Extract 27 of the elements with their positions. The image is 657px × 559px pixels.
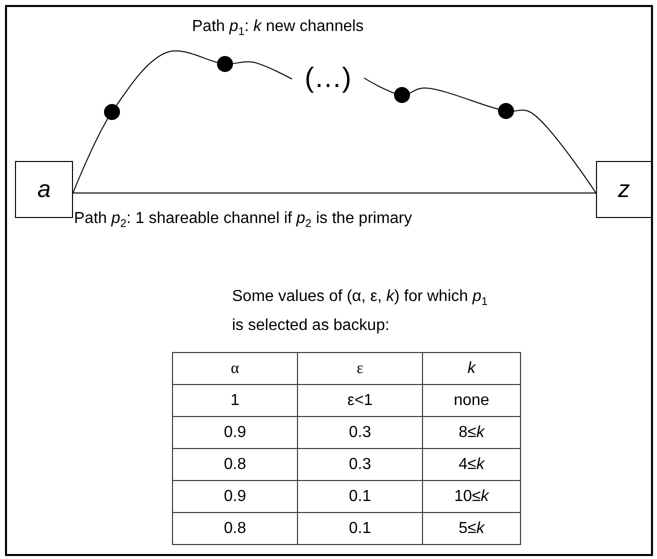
table-cell-text: 0.8	[224, 520, 246, 536]
table-cell-text: none	[454, 392, 490, 408]
table-cell-text: 8≤k	[458, 424, 484, 440]
table-cell-text: 0.3	[348, 424, 372, 440]
path-label: Path p$_{2}$: 1 shareable channel if p$_{2}$ is the primary	[74, 210, 412, 230]
node-box: a	[15, 161, 73, 218]
path-line	[72, 50, 292, 194]
table-cell-text: 1	[230, 392, 240, 408]
table-cell-text: 0.8	[224, 456, 246, 472]
table-cell-text: ε<1	[347, 392, 373, 408]
node-box: z	[596, 161, 652, 218]
table-cell-text: 5≤k	[458, 520, 484, 536]
table-cell-text: 0.1	[348, 520, 372, 536]
table-cell-text: 10≤k	[454, 488, 489, 504]
path-label: Path p$_{1}$: k new channels	[192, 18, 364, 38]
column-header: ε	[356, 360, 364, 376]
table-cell-text: 0.3	[348, 456, 372, 472]
ellipsis-text: (…)	[292, 60, 364, 96]
table-cell-text: 0.9	[224, 488, 246, 504]
path-line	[364, 78, 596, 194]
caption-text: Some values of (α, ε, k) for which p$_{1}$ is selected as backup:	[232, 287, 489, 336]
table-cell-text: 0.9	[224, 424, 246, 440]
path-line	[72, 192, 596, 194]
column-header: k	[468, 360, 476, 376]
table-cell-text: 0.1	[348, 488, 372, 504]
column-header: α	[230, 360, 240, 376]
table-cell-text: 4≤k	[458, 456, 484, 472]
